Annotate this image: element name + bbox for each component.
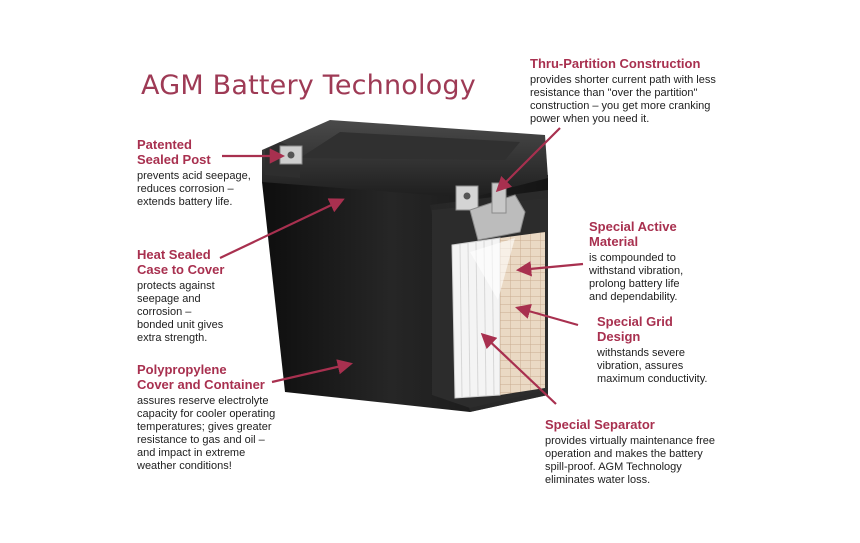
leader-heat-sealed — [219, 198, 345, 259]
callout-heading: Thru-Partition Construction — [530, 56, 701, 71]
callout-body: protects against seepage and corrosion –… — [137, 280, 224, 344]
callout-body: provides shorter current path with less … — [530, 74, 716, 125]
callout-separator: Special Separator provides virtually mai… — [545, 417, 715, 487]
callout-polypropylene: Polypropylene Cover and Container assure… — [137, 362, 275, 473]
callout-heading: Special Separator — [545, 417, 655, 432]
leader-thru-partition — [495, 127, 561, 193]
page-title: AGM Battery Technology — [141, 70, 476, 101]
leader-polypropylene — [271, 359, 354, 384]
callout-sealed-post: Patented Sealed Post prevents acid seepa… — [137, 137, 251, 209]
callout-heading: Special Active Material — [589, 219, 677, 249]
callout-grid-design: Special Grid Design withstands severe vi… — [597, 314, 707, 386]
callout-active-material: Special Active Material is compounded to… — [589, 219, 683, 304]
callout-heat-sealed: Heat Sealed Case to Cover protects again… — [137, 247, 224, 345]
callout-heading: Special Grid Design — [597, 314, 673, 344]
callout-body: provides virtually maintenance free oper… — [545, 435, 715, 486]
callout-heading: Heat Sealed Case to Cover — [137, 247, 225, 277]
connector-strap — [469, 194, 526, 241]
callout-heading: Polypropylene Cover and Container — [137, 362, 265, 392]
leader-separator — [480, 332, 557, 405]
leader-grid-design — [515, 303, 579, 327]
leader-active-material — [515, 261, 584, 277]
callout-heading: Patented Sealed Post — [137, 137, 211, 167]
callout-thru-partition: Thru-Partition Construction provides sho… — [530, 56, 716, 126]
callout-body: prevents acid seepage, reduces corrosion… — [137, 170, 251, 208]
callout-body: withstands severe vibration, assures max… — [597, 347, 708, 385]
callout-body: assures reserve electrolyte capacity for… — [137, 395, 276, 472]
callout-body: is compounded to withstand vibration, pr… — [589, 252, 684, 303]
